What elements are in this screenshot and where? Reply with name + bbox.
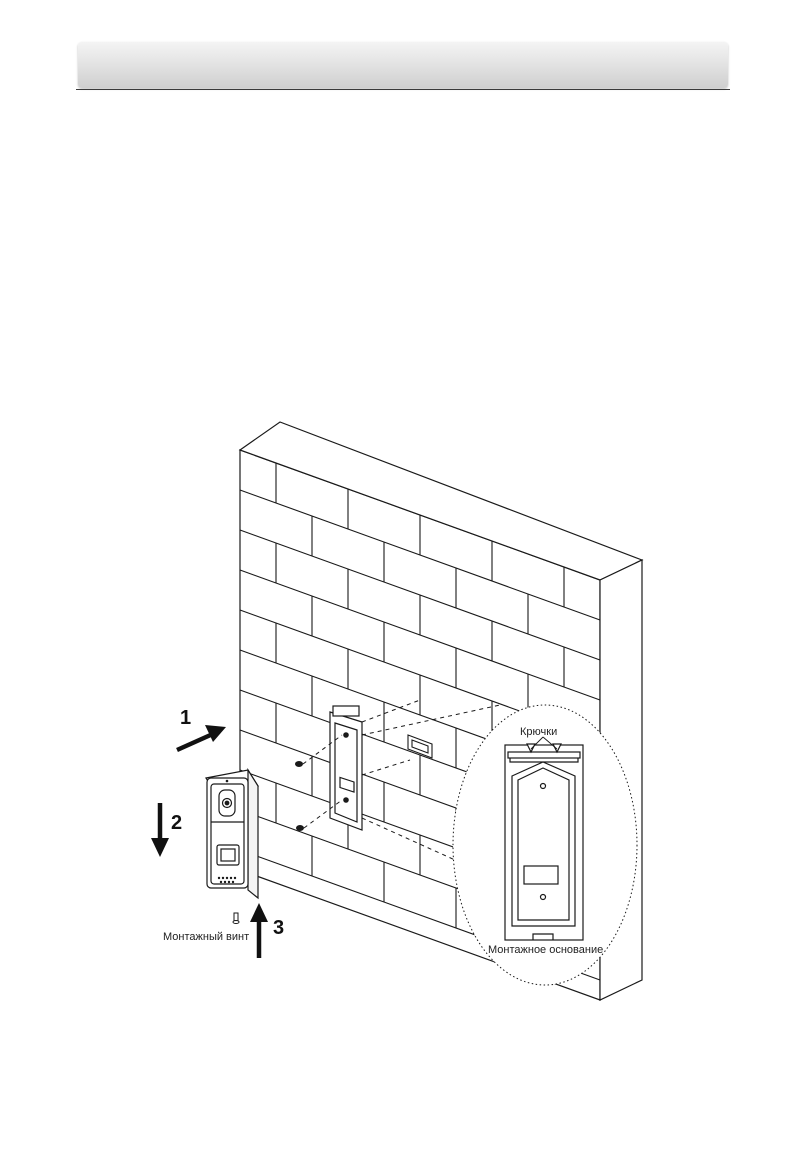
mounting-plate-label: Монтажное основание [488,944,603,956]
arrow-step-3-icon [250,903,268,958]
door-station-device [206,770,258,898]
step-2-label: 2 [171,812,182,834]
detail-mounting-plate [505,744,583,940]
zoom-detail-view [453,705,637,985]
arrow-step-2-icon [151,803,169,857]
bottom-screw-icon [233,913,239,924]
wall-mounting-plate [330,706,362,830]
hooks-label: Крючки [520,726,557,738]
mounting-screw-label: Монтажный винт [163,931,249,943]
step-1-label: 1 [180,707,191,729]
step-3-label: 3 [273,917,284,939]
